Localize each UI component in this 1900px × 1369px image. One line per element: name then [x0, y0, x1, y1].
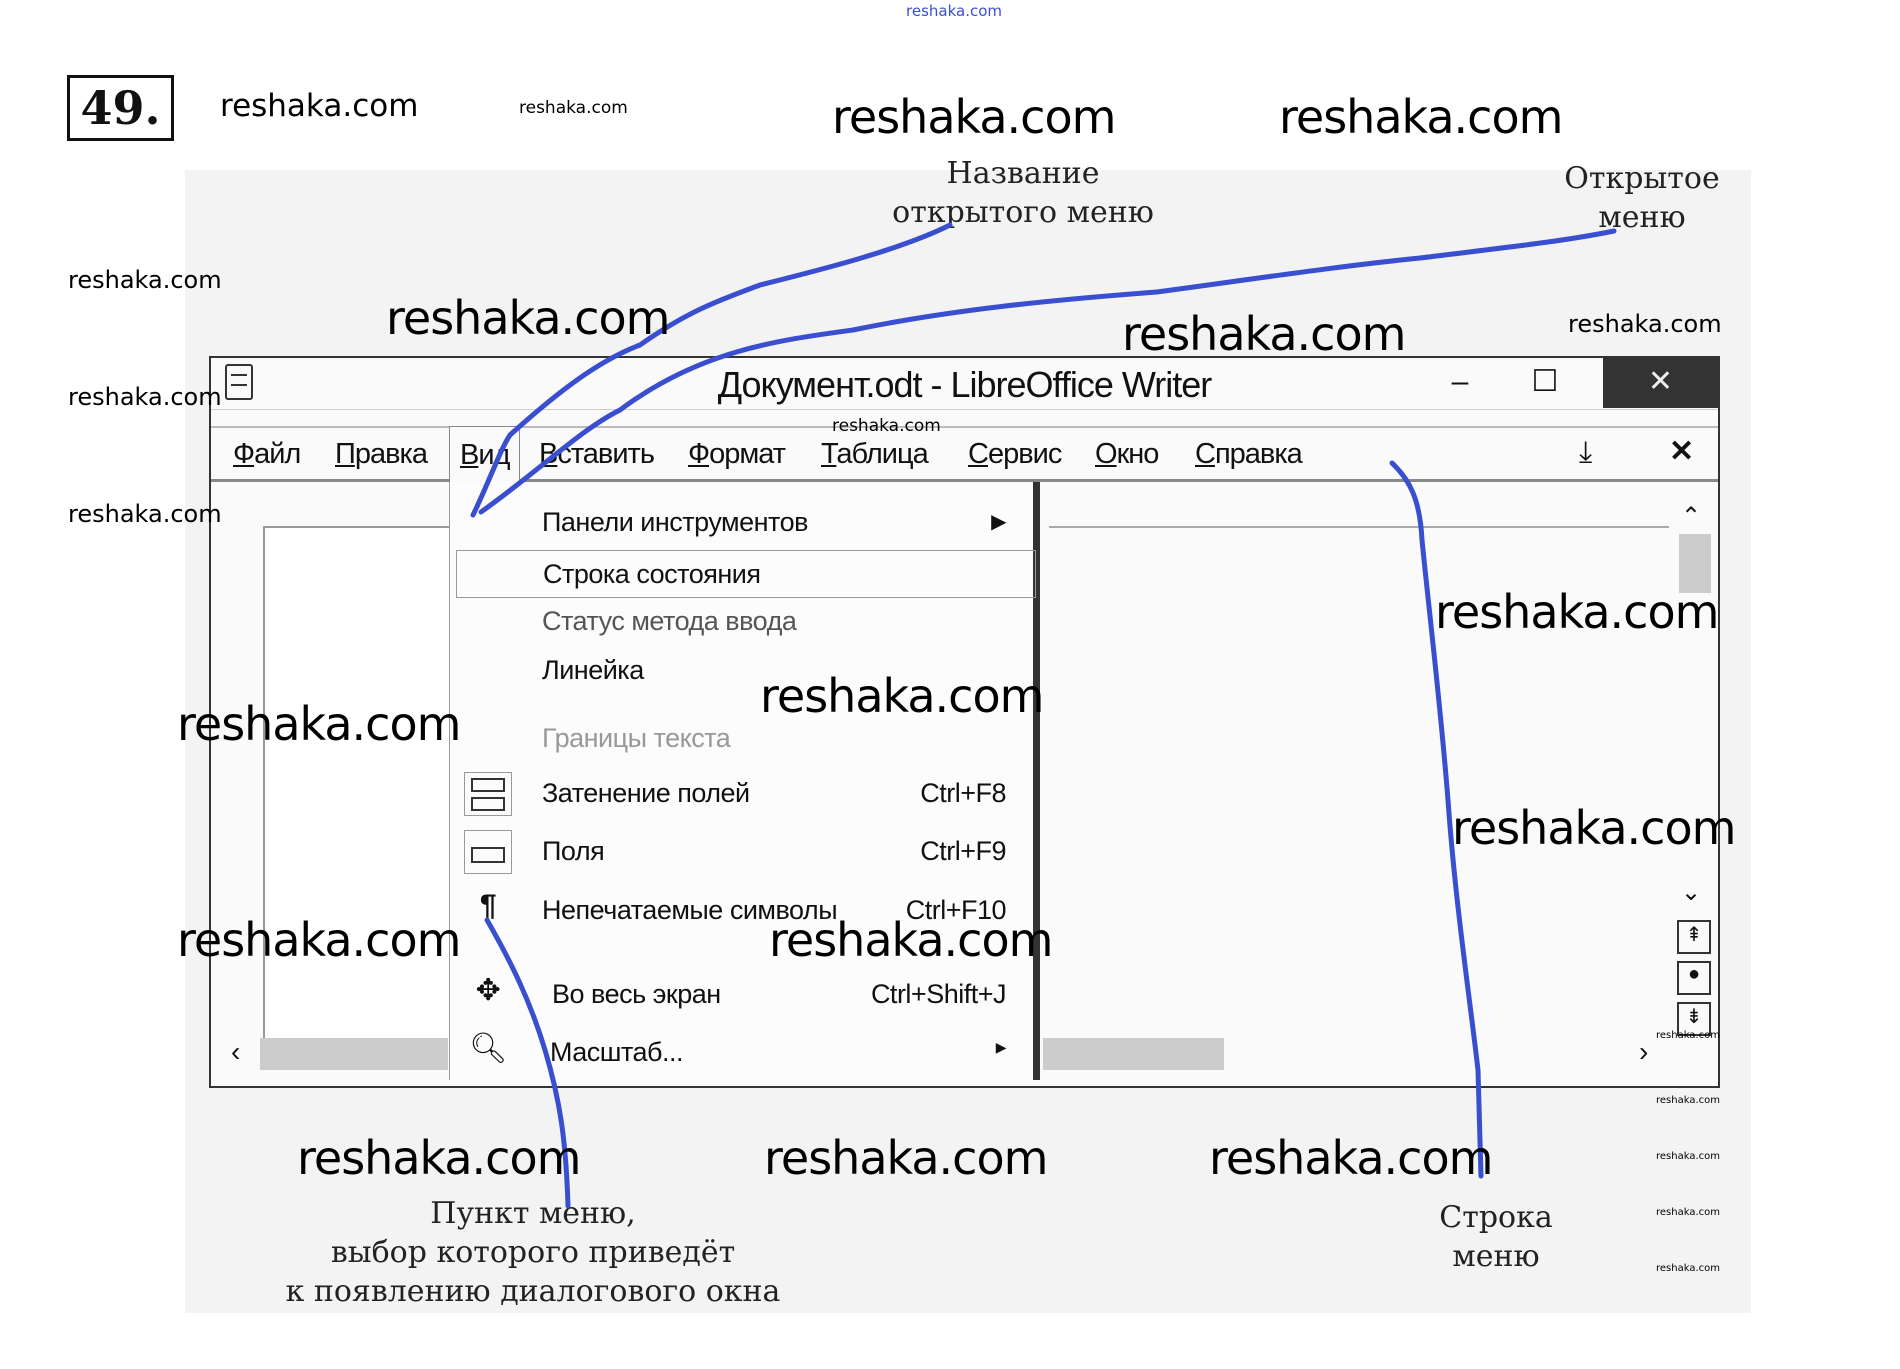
horizontal-scrollbar-thumb[interactable]	[260, 1038, 448, 1070]
watermark: reshaka.com	[1279, 90, 1563, 144]
zoom-icon: 🔍︎	[469, 1032, 507, 1065]
watermark: reshaka.com	[1656, 1207, 1720, 1218]
watermark: reshaka.com	[1656, 1095, 1720, 1106]
download-icon[interactable]: ⤓	[1579, 436, 1593, 469]
watermark: reshaka.com	[906, 2, 1002, 20]
watermark: reshaka.com	[177, 697, 461, 751]
pointer-line-menu-name	[470, 222, 953, 518]
menu-file[interactable]: Файл	[233, 438, 301, 470]
view-menu-dropdown: Панели инструментов▶ Строка состояния Ст…	[449, 482, 1040, 1080]
menu-tools[interactable]: Сервис	[968, 438, 1062, 470]
watermark: reshaka.com	[386, 291, 670, 345]
scroll-up-icon[interactable]: ⌃	[1681, 503, 1702, 530]
submenu-arrow-icon: ▶	[995, 1039, 1007, 1055]
watermark: reshaka.com	[1435, 585, 1719, 639]
pilcrow-icon: ¶	[479, 889, 497, 922]
navigator-icon[interactable]: ●	[1677, 961, 1711, 995]
exercise-number: 49.	[67, 75, 174, 141]
watermark: reshaka.com	[1209, 1131, 1493, 1185]
libreoffice-window: Документ.odt - LibreOffice Writer ‒ ☐ ✕ …	[209, 356, 1720, 1088]
full-screen-icon: ✥	[475, 974, 501, 1007]
menu-window[interactable]: Окно	[1095, 438, 1159, 470]
watermark: reshaka.com	[519, 98, 628, 118]
watermark: reshaka.com	[764, 1131, 1048, 1185]
page-edge	[1049, 526, 1669, 528]
watermark: reshaka.com	[832, 416, 941, 436]
pointer-line-dialog-item	[484, 917, 571, 1209]
document-icon	[225, 364, 253, 400]
previous-page-icon[interactable]: ⇞	[1677, 920, 1711, 954]
watermark: reshaka.com	[1568, 310, 1722, 338]
watermark: reshaka.com	[177, 913, 461, 967]
horizontal-scrollbar-track[interactable]	[1043, 1038, 1224, 1070]
watermark: reshaka.com	[220, 88, 419, 124]
scroll-right-icon[interactable]: ›	[1639, 1036, 1649, 1067]
pointer-line-menu-bar	[1389, 460, 1484, 1179]
watermark: reshaka.com	[769, 913, 1053, 967]
close-document-button[interactable]: ✕	[1669, 435, 1695, 468]
title-bar: Документ.odt - LibreOffice Writer ‒ ☐ ✕	[211, 358, 1718, 410]
watermark: reshaka.com	[1656, 1151, 1720, 1162]
watermark: reshaka.com	[760, 669, 1044, 723]
minimize-button[interactable]: ‒	[1451, 365, 1469, 398]
window-title: Документ.odt - LibreOffice Writer	[717, 364, 1213, 405]
menu-edit[interactable]: Правка	[335, 438, 428, 470]
menu-bar: Файл Правка Вид Вставить Формат Таблица …	[211, 426, 1718, 484]
watermark: reshaka.com	[1656, 1030, 1720, 1041]
close-button[interactable]: ✕	[1603, 358, 1718, 408]
menu-item-text-boundaries[interactable]: Границы текста	[542, 723, 731, 753]
document-page[interactable]	[263, 526, 451, 1046]
watermark: reshaka.com	[68, 266, 222, 294]
watermark: reshaka.com	[68, 500, 222, 528]
menu-format[interactable]: Формат	[688, 438, 786, 470]
watermark: reshaka.com	[832, 90, 1116, 144]
watermark: reshaka.com	[297, 1131, 581, 1185]
field-shading-icon	[464, 772, 512, 816]
watermark: reshaka.com	[1122, 307, 1406, 361]
menu-item-input-method-status[interactable]: Статус метода ввода	[542, 606, 797, 636]
menu-help[interactable]: Справка	[1195, 438, 1303, 470]
maximize-button[interactable]: ☐	[1531, 365, 1559, 398]
next-page-icon[interactable]: ⇟	[1677, 1002, 1711, 1036]
pointer-line-open-menu	[478, 228, 1617, 515]
menu-table[interactable]: Таблица	[821, 438, 929, 470]
submenu-arrow-icon: ▶	[991, 511, 1006, 533]
menu-item-toolbars[interactable]: Панели инструментов▶	[542, 507, 1006, 537]
menu-item-ruler[interactable]: Линейка	[542, 655, 644, 685]
vertical-scrollbar-thumb[interactable]	[1679, 534, 1711, 593]
menu-item-zoom[interactable]: 🔍︎Масштаб...▶	[450, 1029, 1020, 1077]
watermark: reshaka.com	[68, 383, 222, 411]
fields-icon	[464, 830, 512, 874]
scroll-left-icon[interactable]: ‹	[231, 1036, 241, 1067]
watermark: reshaka.com	[1656, 1263, 1720, 1274]
menu-item-status-bar[interactable]: Строка состояния	[456, 550, 1036, 598]
scroll-down-icon[interactable]: ⌄	[1681, 879, 1702, 906]
watermark: reshaka.com	[1452, 801, 1736, 855]
